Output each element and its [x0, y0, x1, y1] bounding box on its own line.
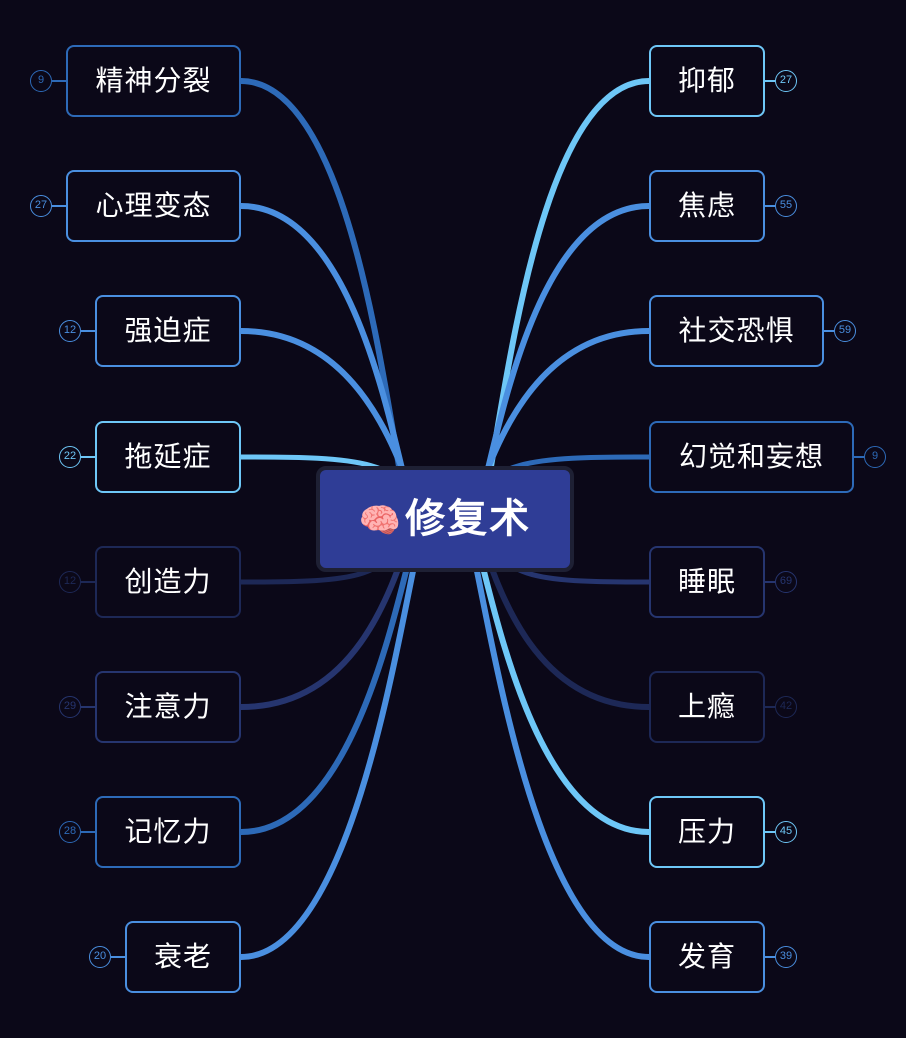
- badge-connector: [854, 456, 864, 458]
- left-branch-node[interactable]: 强迫症: [95, 295, 241, 367]
- badge-connector: [52, 80, 66, 82]
- badge-connector: [765, 956, 775, 958]
- branch-node-label: 焦虑: [677, 189, 736, 222]
- branch-node-label: 幻觉和妄想: [678, 440, 824, 473]
- right-branch-node[interactable]: 睡眠: [649, 546, 765, 618]
- count-badge[interactable]: 29: [59, 696, 81, 718]
- right-branch-node[interactable]: 抑郁: [649, 45, 765, 117]
- branch-node-label: 记忆力: [124, 815, 212, 848]
- branch-node-label: 抑郁: [677, 64, 736, 97]
- badge-connector: [52, 205, 66, 207]
- center-node[interactable]: 🧠修复术: [316, 466, 574, 572]
- count-badge[interactable]: 20: [89, 946, 111, 968]
- badge-connector: [81, 456, 95, 458]
- right-branch-node[interactable]: 上瘾: [649, 671, 765, 743]
- center-node-label: 修复术: [405, 496, 532, 542]
- badge-connector: [765, 706, 775, 708]
- count-badge[interactable]: 9: [864, 446, 886, 468]
- right-branch-node[interactable]: 幻觉和妄想: [649, 421, 854, 493]
- right-branch-node[interactable]: 压力: [649, 796, 765, 868]
- right-branch-node[interactable]: 发育: [649, 921, 765, 993]
- right-branch-link: [477, 78, 652, 522]
- left-branch-node[interactable]: 创造力: [95, 546, 241, 618]
- badge-connector: [81, 581, 95, 583]
- left-branch-node[interactable]: 精神分裂: [66, 45, 241, 117]
- branch-node-label: 上瘾: [677, 690, 736, 723]
- count-badge[interactable]: 12: [59, 320, 81, 342]
- branch-node-label: 社交恐惧: [678, 314, 795, 347]
- count-badge[interactable]: 59: [834, 320, 856, 342]
- branch-node-label: 注意力: [124, 690, 212, 723]
- count-badge[interactable]: 42: [775, 696, 797, 718]
- branch-node-label: 心理变态: [95, 189, 212, 222]
- count-badge[interactable]: 69: [775, 571, 797, 593]
- branch-node-label: 创造力: [124, 565, 212, 598]
- badge-connector: [765, 831, 775, 833]
- count-badge[interactable]: 22: [59, 446, 81, 468]
- branch-node-label: 发育: [677, 940, 736, 973]
- branch-node-label: 睡眠: [677, 565, 736, 598]
- branch-node-label: 精神分裂: [95, 64, 212, 97]
- count-badge[interactable]: 28: [59, 821, 81, 843]
- count-badge[interactable]: 45: [775, 821, 797, 843]
- left-branch-link: [238, 78, 413, 522]
- left-branch-node[interactable]: 拖延症: [95, 421, 241, 493]
- right-branch-node[interactable]: 焦虑: [649, 170, 765, 242]
- left-branch-link: [238, 516, 428, 960]
- left-branch-node[interactable]: 记忆力: [95, 796, 241, 868]
- badge-connector: [765, 80, 775, 82]
- count-badge[interactable]: 39: [775, 946, 797, 968]
- branch-node-label: 压力: [677, 815, 736, 848]
- brain-icon: 🧠: [358, 501, 404, 541]
- branch-node-label: 拖延症: [124, 440, 212, 473]
- left-branch-node[interactable]: 注意力: [95, 671, 241, 743]
- left-branch-node[interactable]: 衰老: [125, 921, 241, 993]
- badge-connector: [81, 831, 95, 833]
- left-branch-node[interactable]: 心理变态: [66, 170, 241, 242]
- badge-connector: [765, 205, 775, 207]
- count-badge[interactable]: 27: [30, 195, 52, 217]
- badge-connector: [81, 330, 95, 332]
- count-badge[interactable]: 27: [775, 70, 797, 92]
- right-branch-link: [462, 516, 652, 960]
- count-badge[interactable]: 55: [775, 195, 797, 217]
- count-badge[interactable]: 12: [59, 571, 81, 593]
- branch-node-label: 强迫症: [124, 314, 212, 347]
- badge-connector: [824, 330, 834, 332]
- branch-node-label: 衰老: [153, 940, 212, 973]
- count-badge[interactable]: 9: [30, 70, 52, 92]
- badge-connector: [765, 581, 775, 583]
- badge-connector: [111, 956, 125, 958]
- right-branch-node[interactable]: 社交恐惧: [649, 295, 824, 367]
- badge-connector: [81, 706, 95, 708]
